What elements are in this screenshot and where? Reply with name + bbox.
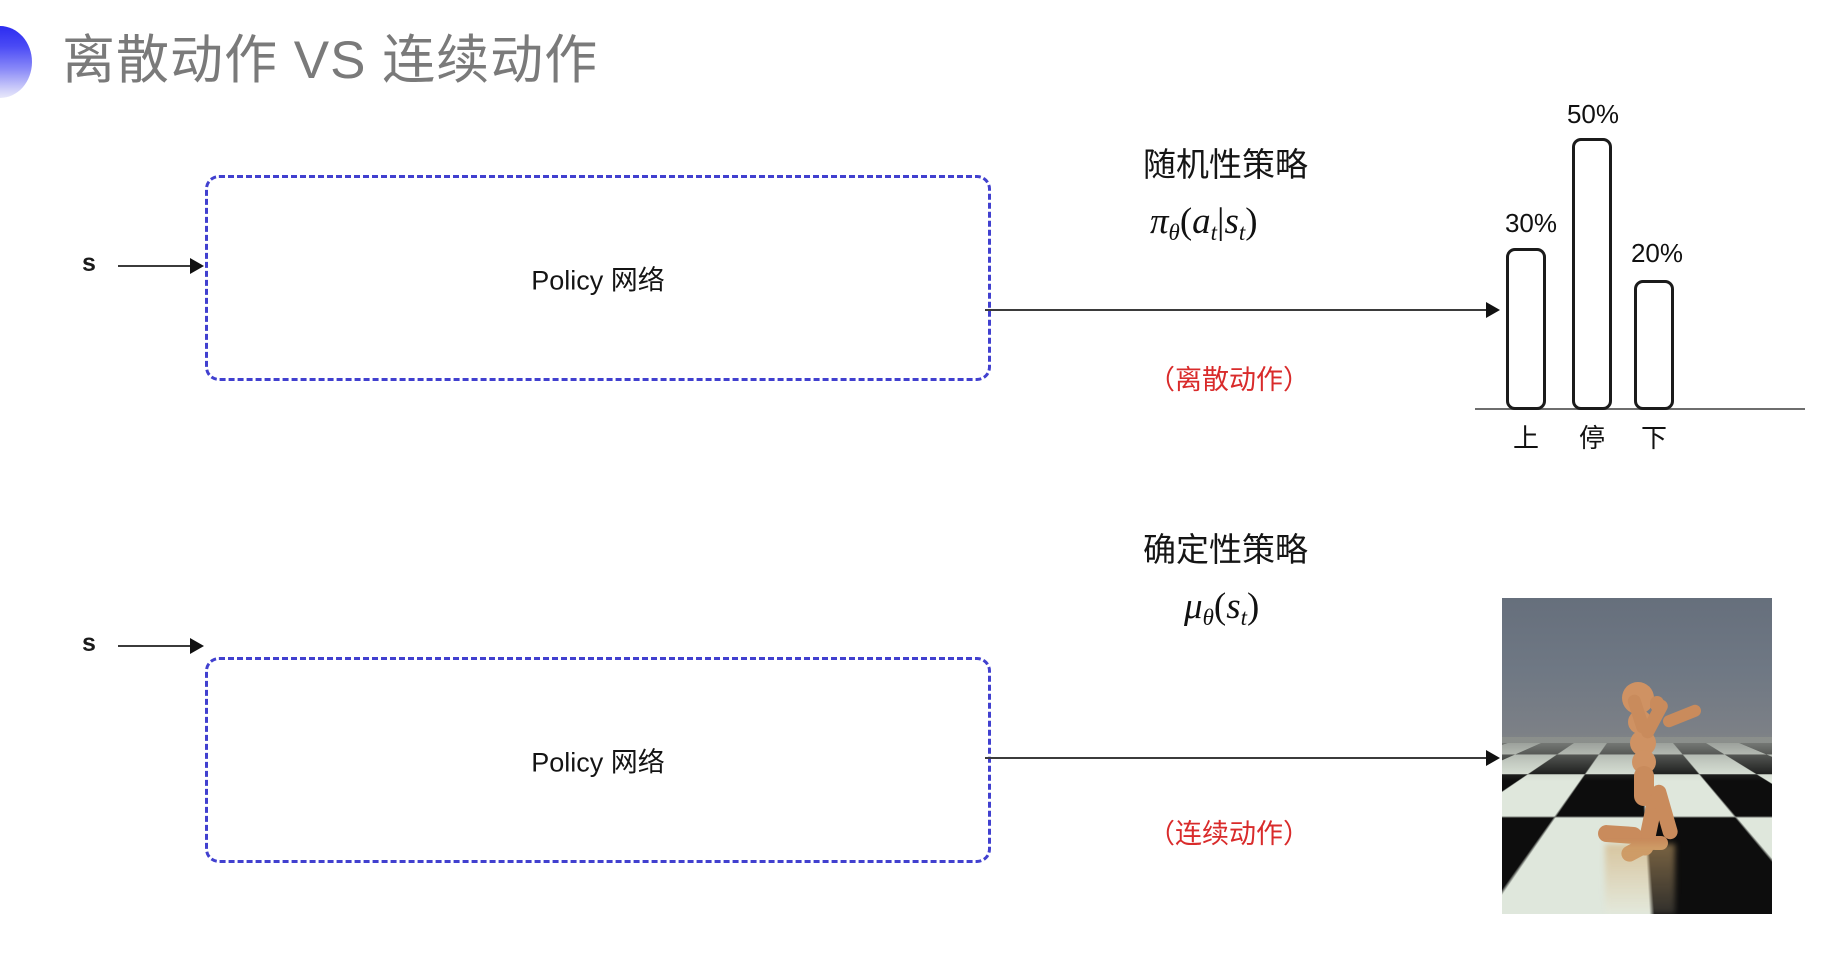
policy-kind-stochastic: 随机性策略 xyxy=(1143,146,1308,183)
bar-category-1: 停 xyxy=(1578,423,1605,453)
formula-theta-sub: θ xyxy=(1168,219,1180,245)
bar-category-0: 上 xyxy=(1512,423,1539,453)
bar-value-1: 50% xyxy=(1566,99,1620,129)
state-arrow-head-continuous xyxy=(190,638,204,654)
formula-stochastic-policy: πθ(at|st) xyxy=(1150,200,1258,246)
output-arrow-head-discrete xyxy=(1486,302,1500,318)
action-note-discrete: （离散动作） xyxy=(1148,365,1310,395)
bar-category-2: 下 xyxy=(1640,423,1667,453)
formula-deterministic-policy: μθ(st) xyxy=(1184,585,1259,631)
state-arrow-line-discrete xyxy=(118,265,192,267)
formula-s-sub: t xyxy=(1238,219,1246,245)
formula-a-symbol: a xyxy=(1192,201,1211,242)
formula-open-paren-2: ( xyxy=(1213,586,1227,627)
page-title: 离散动作 VS 连续动作 xyxy=(62,31,599,90)
formula-condition-bar: | xyxy=(1217,201,1225,242)
formula-a-sub: t xyxy=(1210,219,1218,245)
output-arrow-line-continuous xyxy=(985,757,1490,759)
output-arrow-head-continuous xyxy=(1486,750,1500,766)
policy-network-box-discrete[interactable]: Policy 网络 xyxy=(205,175,991,381)
formula-s-sub-2: t xyxy=(1240,604,1247,630)
action-note-continuous: （连续动作） xyxy=(1148,819,1310,849)
formula-mu-symbol: μ xyxy=(1184,586,1203,627)
formula-open-paren: ( xyxy=(1179,201,1193,242)
bar-value-0: 30% xyxy=(1504,208,1558,238)
sim-floor-reflection xyxy=(1604,844,1675,914)
bar-value-2: 20% xyxy=(1630,238,1684,268)
state-label-discrete: s xyxy=(82,249,96,277)
state-arrow-line-continuous xyxy=(118,645,192,647)
output-arrow-line-discrete xyxy=(985,309,1490,311)
gradient-bullet-icon xyxy=(0,26,32,98)
formula-theta-sub-2: θ xyxy=(1202,604,1214,630)
policy-network-label-continuous: Policy 网络 xyxy=(531,747,665,778)
formula-s-symbol: s xyxy=(1224,201,1239,242)
bar-1 xyxy=(1572,138,1612,410)
formula-close-paren: ) xyxy=(1245,201,1258,242)
formula-pi-symbol: π xyxy=(1150,201,1169,242)
action-probability-chart: 30% 上 50% 停 20% 下 xyxy=(1470,99,1846,453)
policy-kind-deterministic: 确定性策略 xyxy=(1143,531,1308,568)
humanoid-simulation-image xyxy=(1502,598,1772,914)
formula-s-symbol-2: s xyxy=(1226,586,1241,627)
bar-2 xyxy=(1634,280,1674,410)
state-label-continuous: s xyxy=(82,629,96,657)
policy-network-label-discrete: Policy 网络 xyxy=(531,265,665,296)
formula-close-paren-2: ) xyxy=(1246,586,1260,627)
policy-network-box-continuous[interactable]: Policy 网络 xyxy=(205,657,991,863)
bar-0 xyxy=(1506,248,1546,410)
state-arrow-head-discrete xyxy=(190,258,204,274)
